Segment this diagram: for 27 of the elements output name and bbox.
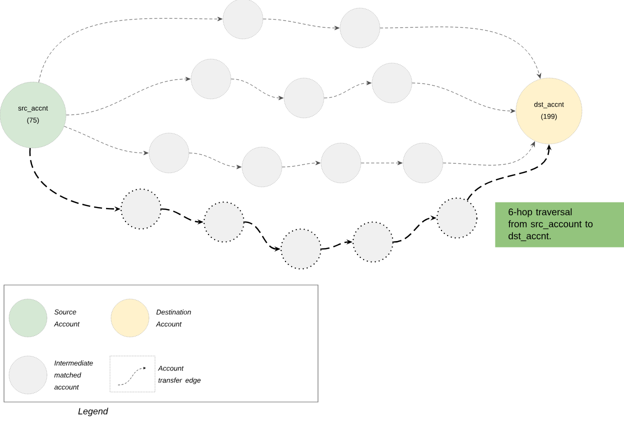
arrow xyxy=(380,26,542,79)
account-circle xyxy=(203,201,245,243)
arrow xyxy=(442,141,535,166)
arrow xyxy=(360,160,402,166)
legend-title: Legend xyxy=(78,408,108,416)
account-circle xyxy=(190,58,232,100)
arrow xyxy=(64,126,148,156)
account-circle xyxy=(320,142,362,184)
arrow xyxy=(66,76,190,116)
account-circle xyxy=(352,221,394,263)
account-circle xyxy=(280,228,322,270)
arrow xyxy=(282,160,320,168)
arrow xyxy=(188,152,242,170)
account-circle xyxy=(242,146,282,188)
account-circle xyxy=(436,197,478,239)
account-circle xyxy=(284,78,324,118)
arrow xyxy=(324,80,372,98)
arrow xyxy=(412,82,516,114)
account-circle xyxy=(402,142,444,184)
arrow xyxy=(262,18,340,30)
account-circle xyxy=(372,62,412,104)
account-circle xyxy=(120,188,162,230)
account-circle xyxy=(148,132,190,174)
arrow xyxy=(38,16,222,83)
account-circle xyxy=(340,8,380,48)
note-box: 6-hop traversal from src_account to dst_accnt. xyxy=(495,202,624,248)
arrow xyxy=(230,78,284,100)
